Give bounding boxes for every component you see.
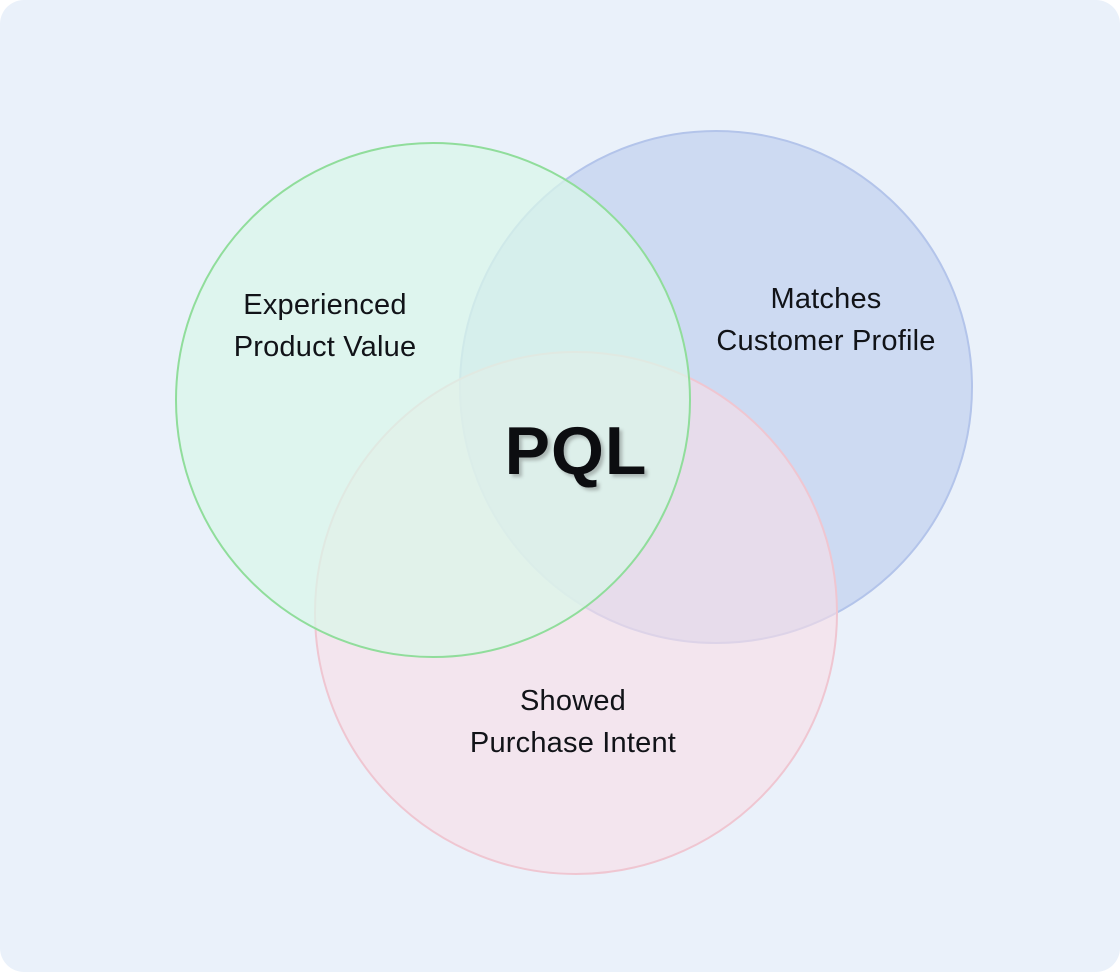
label-experienced-product-value: Experienced Product Value — [233, 288, 417, 363]
label-matches-customer-profile: Matches Customer Profile — [716, 282, 936, 357]
center-label-pql: PQL — [504, 413, 648, 489]
circle-experienced-product-value — [175, 142, 691, 658]
label-showed-purchase-intent: Showed Purchase Intent — [469, 684, 677, 759]
